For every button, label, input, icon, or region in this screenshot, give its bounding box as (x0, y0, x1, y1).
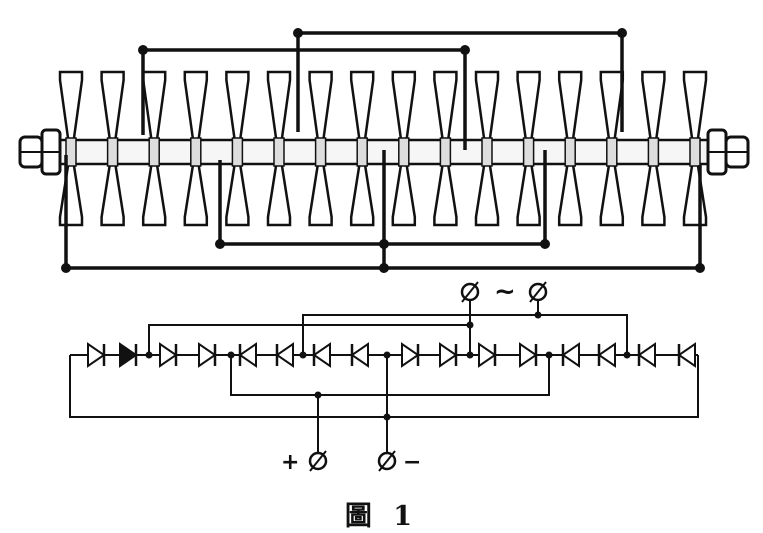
diode-symbol (119, 342, 138, 368)
ac-wire-outer (148, 300, 471, 355)
diode-symbol (87, 342, 106, 368)
diode-symbol (478, 342, 497, 368)
stack-disc-hub (148, 137, 160, 167)
stack-disc-hub (689, 137, 701, 167)
stack-disc-hub (564, 137, 576, 167)
minus-label: − (403, 450, 421, 475)
diode-symbol (312, 342, 331, 368)
ac-symbol-label: ~ (494, 277, 516, 307)
diode-symbol (597, 342, 616, 368)
diode-symbol (238, 342, 257, 368)
right-terminal-nut (706, 128, 750, 176)
figure-caption: 圖 1 (344, 501, 419, 532)
stack-disc-hub (190, 137, 202, 167)
stack-disc-hub (522, 137, 535, 167)
diode-symbol (439, 342, 458, 368)
rectifier-stack (18, 28, 750, 273)
stack-disc-hub (273, 137, 285, 167)
left-terminal-nut (18, 128, 62, 176)
ac-terminal-left (460, 281, 480, 303)
diode-symbol (275, 342, 294, 368)
diode-symbol (519, 342, 538, 368)
stack-disc-hub (606, 137, 618, 167)
stack-disc-hub (231, 137, 244, 167)
ac-terminal-right (528, 281, 548, 303)
stack-disc-hub (647, 137, 660, 167)
stack-disc-hub (398, 137, 410, 167)
schematic-junction-dots (145, 311, 631, 421)
dc-minus-terminal (377, 450, 397, 472)
stack-disc-hub (314, 137, 327, 167)
stack-disc-hub (106, 137, 119, 167)
diode-symbol (677, 342, 696, 368)
plus-label: + (281, 450, 299, 475)
stack-disc-hub (481, 137, 493, 167)
dc-plus-terminal (308, 450, 328, 472)
diode-symbol (637, 342, 656, 368)
ac-wire-inner (302, 314, 628, 355)
diode-symbol (350, 342, 369, 368)
stack-disc-hub (356, 137, 368, 167)
diode-symbol (198, 342, 217, 368)
inner-loop (230, 355, 550, 396)
stack-discs (58, 70, 708, 227)
stack-disc-hub (439, 137, 452, 167)
rectifier-schematic (69, 281, 699, 472)
stack-disc-hub (65, 137, 77, 167)
stack-junction-dots (61, 28, 705, 273)
diode-symbol (401, 342, 420, 368)
diode-symbol (159, 342, 178, 368)
diode-symbol (561, 342, 580, 368)
diode-chain (87, 342, 696, 368)
